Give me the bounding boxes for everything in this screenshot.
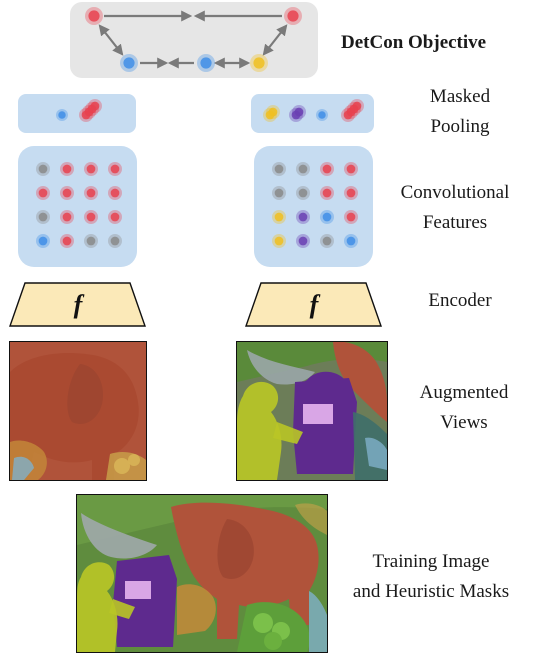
piano-segmentation-right (237, 342, 387, 480)
right-feature-dot-yellow (272, 210, 286, 224)
objective-node-yellow (250, 54, 268, 72)
masked-pooling-line-1: Masked (429, 86, 491, 107)
features-panel-right (254, 146, 373, 267)
conv-features-line-2: Features (422, 212, 488, 233)
left-feature-dot-red (60, 186, 74, 200)
pooling-panel-right (251, 94, 374, 133)
pooling-panel-left (18, 94, 136, 133)
objective-panel (70, 2, 318, 78)
right-feature-dot-blue (320, 210, 334, 224)
right-feature-dot-yellow (272, 234, 286, 248)
augmented-view-left (9, 341, 147, 481)
objective-dots (85, 7, 302, 72)
left-feature-dot-red (60, 162, 74, 176)
right-pooled-yellow-layer (263, 108, 277, 122)
left-feature-dot-red (60, 210, 74, 224)
left-feature-dot-red (108, 162, 122, 176)
left-feature-dot-red (60, 234, 74, 248)
left-feature-dot-gray (36, 162, 50, 176)
left-pooled-blue (56, 109, 68, 121)
right-feature-dot-red (344, 162, 358, 176)
right-feature-dot-gray (320, 234, 334, 248)
right-pooled-purple-layer (289, 108, 303, 122)
features-right (272, 162, 358, 248)
left-feature-dot-gray (36, 210, 50, 224)
objective-node-red-right (284, 7, 302, 25)
right-feature-dot-purple (296, 234, 310, 248)
encoder-left-symbol: f (74, 290, 85, 319)
left-pooled-red-layer (79, 108, 93, 122)
right-feature-dot-gray (296, 186, 310, 200)
right-feature-dot-red (320, 186, 334, 200)
left-feature-dot-blue (36, 234, 50, 248)
right-feature-dot-gray (296, 162, 310, 176)
right-feature-dot-purple (296, 210, 310, 224)
encoder-label: Encoder (428, 290, 492, 311)
conv-features-line-1: Convolutional (400, 182, 510, 203)
masked-pooling-line-2: Pooling (430, 116, 490, 137)
objective-node-blue-left (120, 54, 138, 72)
training-image-label: Training Image and Heuristic Masks (328, 547, 534, 607)
right-pooled-blue (316, 109, 328, 121)
augmented-views-line-2: Views (440, 412, 488, 433)
elephant-segmentation-left (10, 342, 146, 480)
left-feature-dot-red (84, 210, 98, 224)
left-feature-dot-gray (108, 234, 122, 248)
left-feature-dot-red (108, 210, 122, 224)
encoder-right (245, 282, 382, 327)
arrow-right-diag (262, 24, 288, 56)
features-left (36, 162, 122, 248)
augmented-views-line-1: Augmented (419, 382, 509, 403)
objective-node-red-left (85, 7, 103, 25)
left-feature-dot-red (84, 162, 98, 176)
right-feature-dot-red (344, 186, 358, 200)
right-feature-dot-blue (344, 234, 358, 248)
masked-pooling-label: Masked Pooling (400, 82, 520, 142)
encoder-left (9, 282, 146, 327)
pooled-right (263, 99, 364, 122)
objective-arrows (98, 10, 288, 69)
augmented-views-label: Augmented Views (404, 378, 524, 438)
pooled-left (56, 99, 102, 122)
training-image-line-2: and Heuristic Masks (352, 581, 510, 602)
left-feature-dot-gray (84, 234, 98, 248)
training-image-line-1: Training Image (372, 551, 490, 572)
right-feature-dot-red (344, 210, 358, 224)
arrow-left-diag (98, 24, 124, 56)
encoder-right-symbol: f (310, 290, 321, 319)
conv-features-label: Convolutional Features (380, 178, 530, 238)
objective-node-blue-right (197, 54, 215, 72)
right-feature-dot-red (320, 162, 334, 176)
right-feature-dot-gray (272, 186, 286, 200)
right-pooled-red-layer (341, 108, 355, 122)
left-feature-dot-red (84, 186, 98, 200)
training-image (76, 494, 328, 653)
right-feature-dot-gray (272, 162, 286, 176)
augmented-view-right (236, 341, 388, 481)
objective-title: DetCon Objective (341, 32, 487, 53)
left-feature-dot-red (108, 186, 122, 200)
objective-panel-bg (70, 2, 318, 78)
features-panel-left (18, 146, 137, 267)
left-feature-dot-red (36, 186, 50, 200)
training-image-segmentation (77, 495, 327, 652)
